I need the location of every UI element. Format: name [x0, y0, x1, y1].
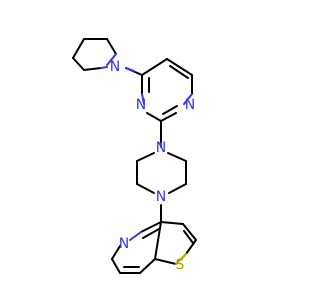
atom-label-n-pyrimidine-1: N	[185, 97, 195, 113]
bond	[142, 228, 160, 239]
bond	[160, 112, 177, 122]
bond	[182, 223, 197, 241]
bond	[136, 152, 155, 162]
atom-label-n-piperazine-1: N	[156, 140, 166, 156]
sulfur-bonds	[175, 253, 187, 265]
bond	[136, 183, 155, 194]
bond	[185, 239, 197, 255]
bond	[100, 66, 108, 69]
bond	[183, 230, 194, 244]
bond	[72, 38, 85, 59]
bond	[154, 258, 177, 265]
atom-label-s-thiophene: S	[176, 257, 185, 273]
bond	[106, 38, 117, 55]
molecule-drawing: N N N N N N S	[72, 38, 197, 274]
bond	[183, 93, 193, 105]
atom-label-n-pyrimidine-3: N	[136, 97, 146, 113]
bond	[129, 231, 142, 241]
bond	[168, 183, 187, 194]
bond	[111, 258, 121, 274]
bond	[141, 93, 145, 105]
structure-diagram: N N N N N N S	[72, 38, 197, 274]
bond	[111, 245, 121, 260]
atom-labels: N N N N N N S	[110, 59, 195, 273]
bond	[146, 112, 162, 122]
bond	[167, 152, 187, 162]
atom-label-n-piperazine-4: N	[156, 189, 166, 205]
atom-label-n-pyrrolidine: N	[110, 59, 120, 75]
bond	[160, 221, 184, 225]
bond	[72, 57, 85, 71]
bond	[140, 221, 162, 233]
bond	[166, 58, 193, 76]
bond	[141, 58, 168, 76]
bond	[162, 105, 178, 115]
bond	[169, 65, 189, 79]
bond	[83, 67, 102, 71]
heteroatom-bonds	[100, 53, 193, 241]
atom-label-n-pyridine: N	[119, 236, 129, 252]
bond	[106, 53, 117, 66]
bond	[175, 253, 187, 265]
bond	[125, 67, 135, 72]
bond	[139, 258, 156, 274]
bond	[154, 221, 162, 260]
